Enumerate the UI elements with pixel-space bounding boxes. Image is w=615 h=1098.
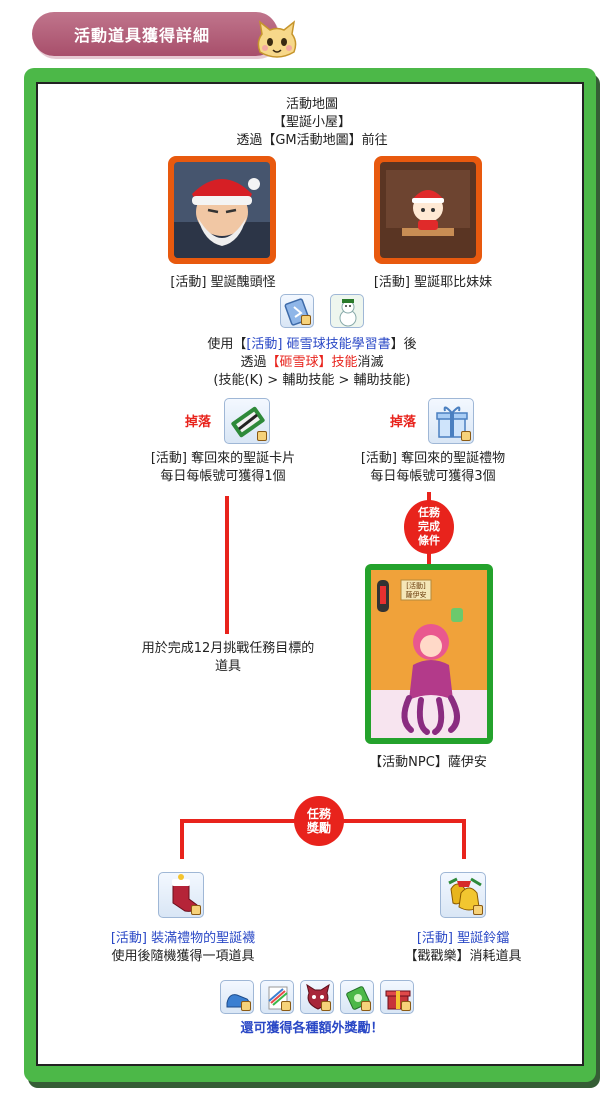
christmas-bell-icon — [448, 877, 482, 911]
skill-suffix: 】後 — [390, 337, 417, 352]
quest-condition-badge: 任務完成條件 — [404, 500, 454, 554]
drop-label-right: 掉落 — [389, 415, 416, 430]
svg-text:[活動]: [活動] — [406, 581, 426, 590]
quest-reward-badge: 任務獎勵 — [294, 796, 344, 846]
reward-connector-right — [462, 819, 466, 859]
skill-book-name: [活動] 砸雪球技能學習書 — [246, 337, 391, 352]
skill-book-item — [280, 294, 314, 328]
drop-name-left: [活動] 奪回來的聖誕卡片 — [150, 451, 296, 466]
reward-connector-left — [180, 819, 184, 859]
extra-reward-item-2 — [260, 980, 294, 1014]
extra-reward-item-3 — [300, 980, 334, 1014]
map-route: 透過【GM活動地圖】前往 — [236, 133, 388, 148]
christmas-bell-item — [440, 872, 486, 918]
reward-desc-right: 【戳戳樂】消耗道具 — [404, 949, 522, 964]
lock-icon — [301, 315, 311, 325]
extra-reward-item-1 — [220, 980, 254, 1014]
map-label: 活動地圖 — [285, 97, 338, 112]
skill-prefix: 使用【 — [207, 337, 247, 352]
skill-line-2: 透過【砸雪球】技能消滅 — [38, 354, 586, 371]
quest-condition-text: 任務完成條件 — [418, 506, 440, 547]
reward-name-right: [活動] 聖誕鈴鐺 — [416, 931, 510, 946]
lock-icon — [241, 1001, 251, 1011]
npc-portrait: [活動] 薩伊安 — [365, 564, 493, 744]
reward-desc-left: 使用後隨機獲得一項道具 — [111, 949, 255, 964]
map-name: 【聖誕小屋】 — [272, 115, 351, 130]
extra-reward-item-5 — [380, 980, 414, 1014]
extra-reward-text: 還可獲得各種額外獎勵！ — [240, 1021, 384, 1036]
skill-name: 【砸雪球】技能 — [266, 355, 358, 370]
svg-text:薩伊安: 薩伊安 — [406, 590, 427, 599]
lock-icon — [321, 1001, 331, 1011]
snowman-icon — [339, 299, 357, 327]
yeti-girl-monster-icon — [380, 162, 476, 258]
drop-label-left: 掉落 — [184, 415, 211, 430]
lock-icon — [401, 1001, 411, 1011]
drop-limit-left: 每日每帳號可獲得1個 — [160, 469, 286, 484]
lock-icon — [461, 431, 471, 441]
monster-portrait-yeti-girl — [374, 156, 482, 264]
npc-saian-icon: [活動] 薩伊安 — [371, 570, 487, 738]
christmas-card-item — [224, 398, 270, 444]
monster-portrait-santa — [168, 156, 276, 264]
lock-icon — [191, 905, 201, 915]
lock-icon — [361, 1001, 371, 1011]
left-connector-line — [225, 496, 229, 634]
lock-icon — [281, 1001, 291, 1011]
christmas-stocking-item — [158, 872, 204, 918]
christmas-gift-item — [428, 398, 474, 444]
drop-name-right: [活動] 奪回來的聖誕禮物 — [360, 451, 506, 466]
drop-limit-right: 每日每帳號可獲得3個 — [370, 469, 496, 484]
npc-caption: 【活動NPC】薩伊安 — [369, 755, 487, 770]
christmas-card-icon — [231, 406, 265, 438]
page-title-tab: 活動道具獲得詳細 — [32, 12, 278, 56]
content-panel: 活動地圖 【聖誕小屋】 透過【GM活動地圖】前往 — [36, 82, 584, 1066]
santa-monster-icon — [174, 162, 270, 258]
lock-icon — [473, 905, 483, 915]
skill-path: (技能(K) > 輔助技能 > 輔助技能) — [213, 373, 411, 388]
page-title: 活動道具獲得詳細 — [74, 26, 211, 45]
monster-name-yeti-girl: [活動] 聖誕耶比妹妹 — [373, 275, 493, 290]
lock-icon — [257, 431, 267, 441]
mascot-icon — [257, 20, 297, 58]
skill-line2-suffix: 消滅 — [357, 355, 384, 370]
christmas-gift-icon — [436, 406, 468, 438]
left-usage-line-1: 用於完成12月挑戰任務目標的 — [141, 641, 315, 656]
reward-name-left: [活動] 裝滿禮物的聖誕襪 — [110, 931, 256, 946]
snowball-skill-item — [330, 294, 364, 328]
monster-name-santa: [活動] 聖誕醜頭怪 — [170, 275, 276, 290]
skill-line-1: 使用【[活動] 砸雪球技能學習書】後 — [38, 336, 586, 353]
left-usage-line-2: 道具 — [214, 659, 241, 674]
quest-reward-text: 任務獎勵 — [306, 807, 331, 835]
extra-reward-item-4 — [340, 980, 374, 1014]
skill-line2-prefix: 透過 — [240, 355, 267, 370]
